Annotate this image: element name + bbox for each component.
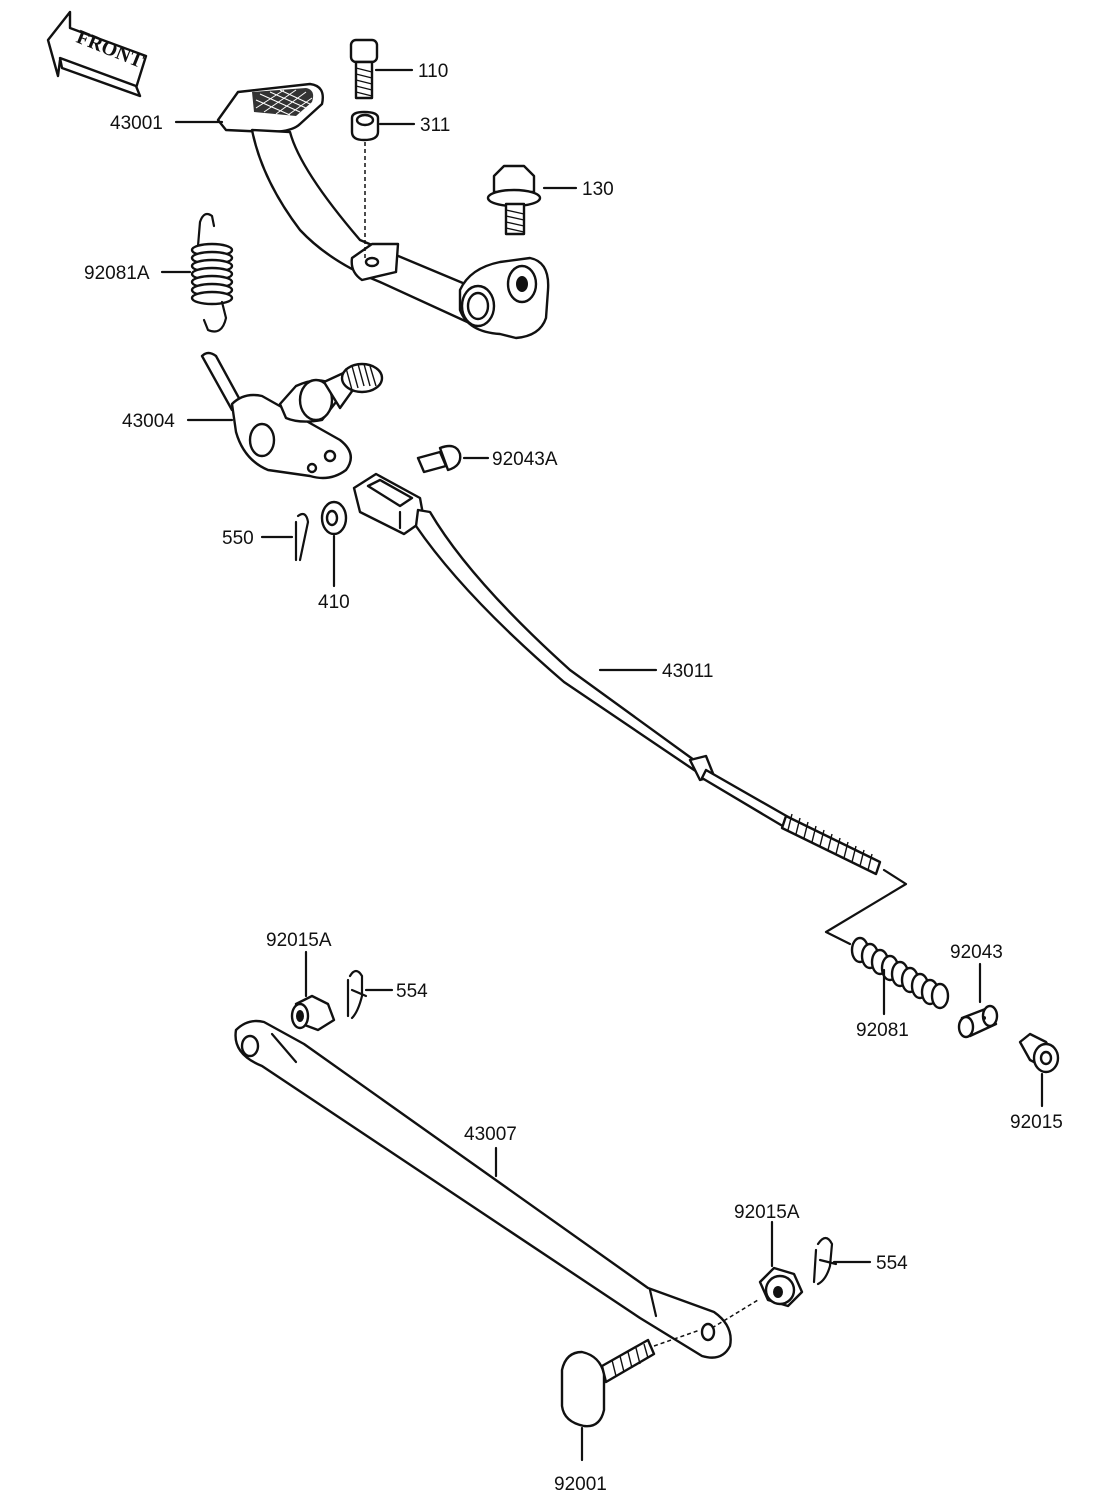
label-92015: 92015 bbox=[1010, 1112, 1063, 1133]
front-arrow-icon: FRONT bbox=[46, 10, 148, 98]
clevis-pin-icon bbox=[416, 444, 462, 474]
label-550: 550 bbox=[222, 528, 254, 549]
label-43004: 43004 bbox=[122, 411, 175, 432]
label-92081A: 92081A bbox=[84, 263, 150, 284]
label-43001: 43001 bbox=[110, 113, 163, 134]
bolt-icon bbox=[349, 38, 379, 100]
label-130: 130 bbox=[582, 179, 614, 200]
nut-lower-icon bbox=[758, 1266, 804, 1308]
cotter-pin-icon bbox=[294, 512, 310, 562]
spring-icon bbox=[850, 936, 950, 1010]
snap-pin-lower-icon bbox=[812, 1236, 838, 1286]
brake-rod-icon bbox=[352, 472, 882, 876]
label-110: 110 bbox=[418, 61, 448, 82]
label-554-upper: 554 bbox=[396, 981, 428, 1002]
label-92015A-lower: 92015A bbox=[734, 1202, 800, 1223]
label-43007: 43007 bbox=[464, 1124, 517, 1145]
torque-link-icon bbox=[234, 1019, 732, 1359]
label-311: 311 bbox=[420, 115, 450, 136]
label-92043: 92043 bbox=[950, 942, 1003, 963]
brake-shaft-lever-icon bbox=[200, 351, 384, 480]
label-92015A-upper: 92015A bbox=[266, 930, 332, 951]
nut-upper-icon bbox=[290, 994, 336, 1032]
nut-icon bbox=[350, 110, 380, 142]
washer-icon bbox=[320, 500, 348, 536]
label-92001: 92001 bbox=[554, 1474, 607, 1495]
pin-icon bbox=[957, 1004, 999, 1039]
brake-pedal-drawing bbox=[216, 82, 550, 340]
return-spring-icon bbox=[190, 212, 234, 333]
bolt-lower-icon bbox=[560, 1338, 656, 1428]
label-554-lower: 554 bbox=[876, 1253, 908, 1274]
snap-pin-upper-icon bbox=[346, 969, 368, 1020]
flange-bolt-icon bbox=[486, 164, 542, 236]
adjusting-nut-icon bbox=[1018, 1032, 1060, 1074]
label-92043A: 92043A bbox=[492, 449, 558, 470]
label-92081: 92081 bbox=[856, 1020, 909, 1041]
label-410: 410 bbox=[318, 592, 350, 613]
label-43011: 43011 bbox=[662, 661, 713, 682]
